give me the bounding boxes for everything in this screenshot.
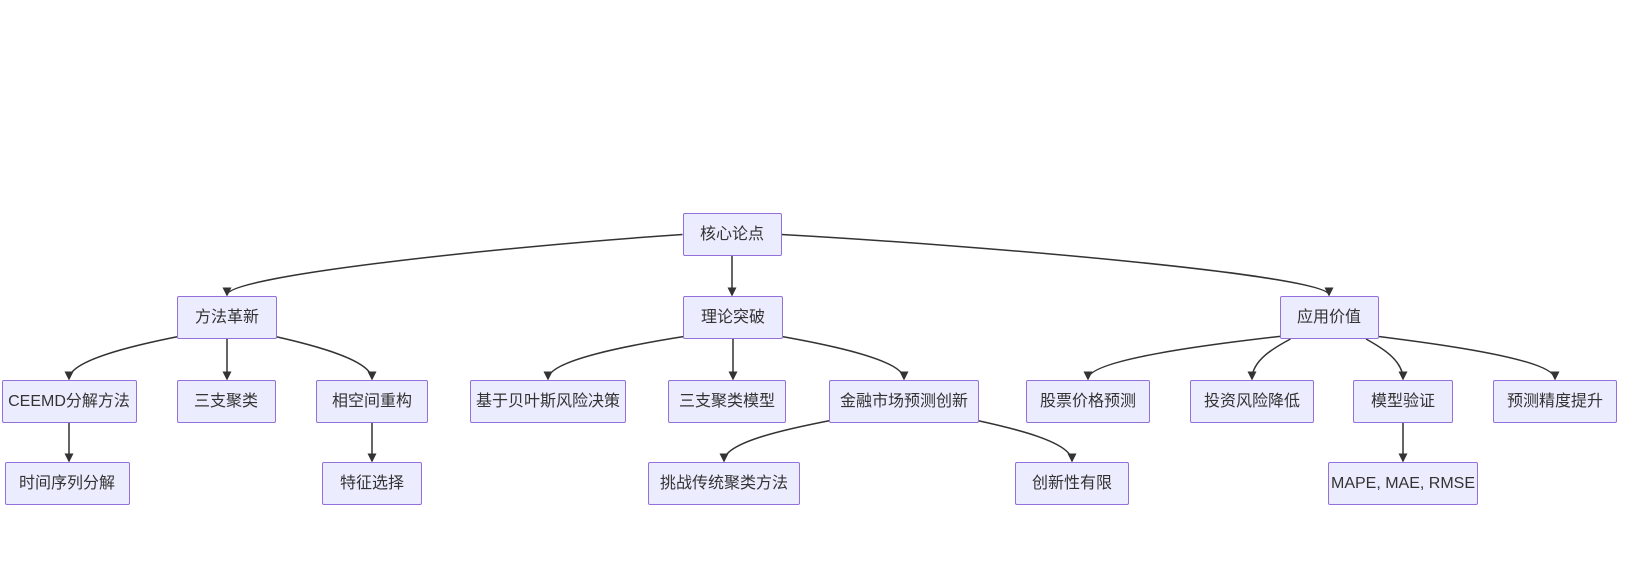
node-challenge: 挑战传统聚类方法 xyxy=(648,462,800,505)
node-invest: 投资风险降低 xyxy=(1190,380,1314,423)
node-method: 方法革新 xyxy=(177,296,277,339)
node-phase: 相空间重构 xyxy=(316,380,428,423)
node-precision: 预测精度提升 xyxy=(1493,380,1617,423)
node-timeseries: 时间序列分解 xyxy=(4,462,130,505)
node-core: 核心论点 xyxy=(682,213,782,256)
edge-value-stock xyxy=(1083,335,1284,381)
node-feature: 特征选择 xyxy=(322,462,422,505)
edge-theory-bayes xyxy=(543,335,688,381)
node-modelval: 模型验证 xyxy=(1353,380,1453,423)
node-threemodel: 三支聚类模型 xyxy=(668,380,786,423)
edge-value-invest xyxy=(1247,338,1291,381)
edge-finance-challenge xyxy=(719,419,834,463)
node-limited: 创新性有限 xyxy=(1015,462,1129,505)
edge-theory-finance xyxy=(778,335,909,381)
edge-value-precision xyxy=(1374,335,1560,381)
edge-method-ceemd xyxy=(64,335,182,381)
edge-method-phase xyxy=(272,335,377,381)
node-ceemd: CEEMD分解方法 xyxy=(1,380,137,423)
edge-value-modelval xyxy=(1365,338,1408,381)
node-stock: 股票价格预测 xyxy=(1026,380,1150,423)
edge-group xyxy=(64,233,1560,463)
node-value: 应用价值 xyxy=(1279,296,1379,339)
node-theory: 理论突破 xyxy=(683,296,783,339)
edge-core-method xyxy=(222,233,683,297)
node-threeway: 三支聚类 xyxy=(176,380,276,423)
node-bayes: 基于贝叶斯风险决策 xyxy=(470,380,626,423)
edge-core-value xyxy=(781,233,1334,297)
edge-finance-limited xyxy=(974,419,1077,463)
node-mape: MAPE, MAE, RMSE xyxy=(1328,462,1478,505)
node-finance: 金融市场预测创新 xyxy=(829,380,979,423)
